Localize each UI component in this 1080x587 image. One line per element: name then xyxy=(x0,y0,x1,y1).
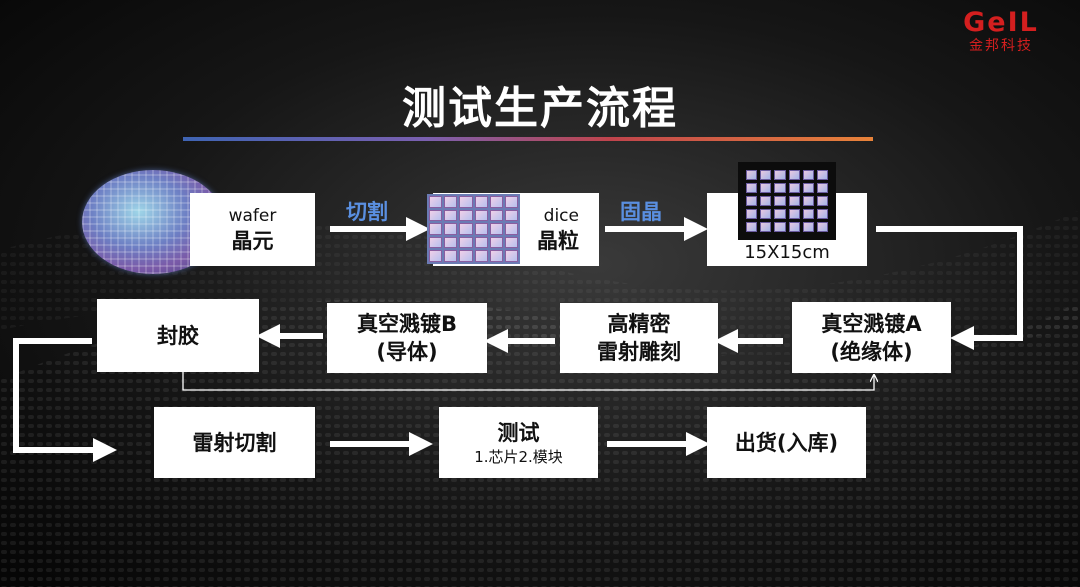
laser-engrave-line2: 雷射雕刻 xyxy=(597,340,681,364)
encap-box: 封胶 xyxy=(97,299,259,372)
chip-die-tile xyxy=(746,196,758,206)
dice-image xyxy=(427,194,520,264)
chip-die-tile xyxy=(760,209,772,219)
vac-b-line1: 真空溅镀B xyxy=(356,312,457,336)
chip-die-tile xyxy=(760,183,772,193)
die-tile xyxy=(489,196,503,208)
wafer-en-label: wafer xyxy=(228,205,277,226)
die-tile xyxy=(474,223,488,235)
die-tile xyxy=(459,196,473,208)
chip-die-tile xyxy=(774,170,786,180)
chip-die-tile xyxy=(802,183,814,193)
chip-die-tile xyxy=(802,222,814,232)
ship-label: 出货(入库) xyxy=(734,430,839,455)
die-tile xyxy=(504,250,518,262)
chip-die-tile xyxy=(788,209,800,219)
arrow-encap-to-laser-cut xyxy=(13,338,117,462)
chip-die-tile xyxy=(760,222,772,232)
die-tile xyxy=(474,250,488,262)
die-tile xyxy=(429,250,443,262)
chip-die-tile xyxy=(746,209,758,219)
chip-die-tile xyxy=(802,209,814,219)
logo-subtitle: 金邦科技 xyxy=(969,38,1033,54)
die-tile xyxy=(444,209,458,222)
laser-cut-box: 雷射切割 xyxy=(154,407,315,478)
thin-return-line xyxy=(182,372,874,391)
die-tile xyxy=(489,236,503,249)
die-tile xyxy=(429,196,443,208)
chip-die-tile xyxy=(788,196,800,206)
vac-b-box: 真空溅镀B (导体) xyxy=(327,303,487,373)
arrow-package-to-vac-a xyxy=(876,226,1023,350)
die-tile xyxy=(429,236,443,249)
ship-box: 出货(入库) xyxy=(707,407,866,478)
chip-die-tile xyxy=(816,196,828,206)
die-tile xyxy=(504,236,518,249)
chip-die-tile xyxy=(788,183,800,193)
chip-die-tile xyxy=(788,222,800,232)
chip-die-tile xyxy=(774,196,786,206)
die-tile xyxy=(504,196,518,208)
page-title: 测试生产流程 xyxy=(402,83,678,134)
test-line2: 1.芯片2.模块 xyxy=(474,447,563,466)
vac-a-box: 真空溅镀A (绝缘体) xyxy=(792,302,951,373)
laser-engrave-line1: 高精密 xyxy=(607,312,671,336)
chip-die-tile xyxy=(760,170,772,180)
chip-die-tile xyxy=(746,222,758,232)
chip-die-tile xyxy=(746,183,758,193)
chip-die-tile xyxy=(788,170,800,180)
chip-die-tile xyxy=(774,183,786,193)
die-tile xyxy=(504,223,518,235)
logo-mark: GeIL xyxy=(963,7,1039,38)
logo: GeIL 金邦科技 xyxy=(936,7,1066,55)
title-underline xyxy=(183,137,873,141)
die-tile xyxy=(474,236,488,249)
die-tile xyxy=(459,209,473,222)
laser-engrave-box: 高精密 雷射雕刻 xyxy=(560,303,718,373)
die-tile xyxy=(474,209,488,222)
vac-b-line2: (导体) xyxy=(376,340,438,364)
die-tile xyxy=(504,209,518,222)
chip-die-tile xyxy=(802,196,814,206)
laser-cut-label: 雷射切割 xyxy=(192,430,277,455)
chip-die-tile xyxy=(816,183,828,193)
die-tile xyxy=(429,223,443,235)
wafer-zh-label: 晶元 xyxy=(231,228,274,253)
chip-die-tile xyxy=(774,222,786,232)
die-tile xyxy=(459,223,473,235)
encap-label: 封胶 xyxy=(157,323,199,348)
die-tile xyxy=(444,223,458,235)
dice-zh-label: 晶粒 xyxy=(537,228,579,253)
die-tile xyxy=(489,209,503,222)
chip-die-tile xyxy=(816,170,828,180)
cut-label: 切割 xyxy=(346,200,388,224)
wafer-box: wafer 晶元 xyxy=(190,193,315,266)
die-tile xyxy=(489,250,503,262)
die-tile xyxy=(429,209,443,222)
test-line1: 测试 xyxy=(497,420,540,445)
dice-en-label: dice xyxy=(543,205,579,226)
die-tile xyxy=(459,236,473,249)
chip-die-tile xyxy=(774,209,786,219)
chip-die-tile xyxy=(816,222,828,232)
die-tile xyxy=(489,223,503,235)
test-box: 测试 1.芯片2.模块 xyxy=(439,407,598,478)
chip-die-tile xyxy=(802,170,814,180)
chip-die-tile xyxy=(760,196,772,206)
chip-die-tile xyxy=(816,209,828,219)
die-tile xyxy=(474,196,488,208)
die-tile xyxy=(444,236,458,249)
package-size-label: 15X15cm xyxy=(744,242,830,263)
die-tile xyxy=(444,196,458,208)
die-bond-label: 固晶 xyxy=(620,200,662,224)
chip-die-tile xyxy=(746,170,758,180)
vac-a-line1: 真空溅镀A xyxy=(821,311,922,336)
die-tile xyxy=(459,250,473,262)
die-tile xyxy=(444,250,458,262)
package-chip-image xyxy=(738,162,836,240)
vac-a-line2: (绝缘体) xyxy=(830,339,913,364)
